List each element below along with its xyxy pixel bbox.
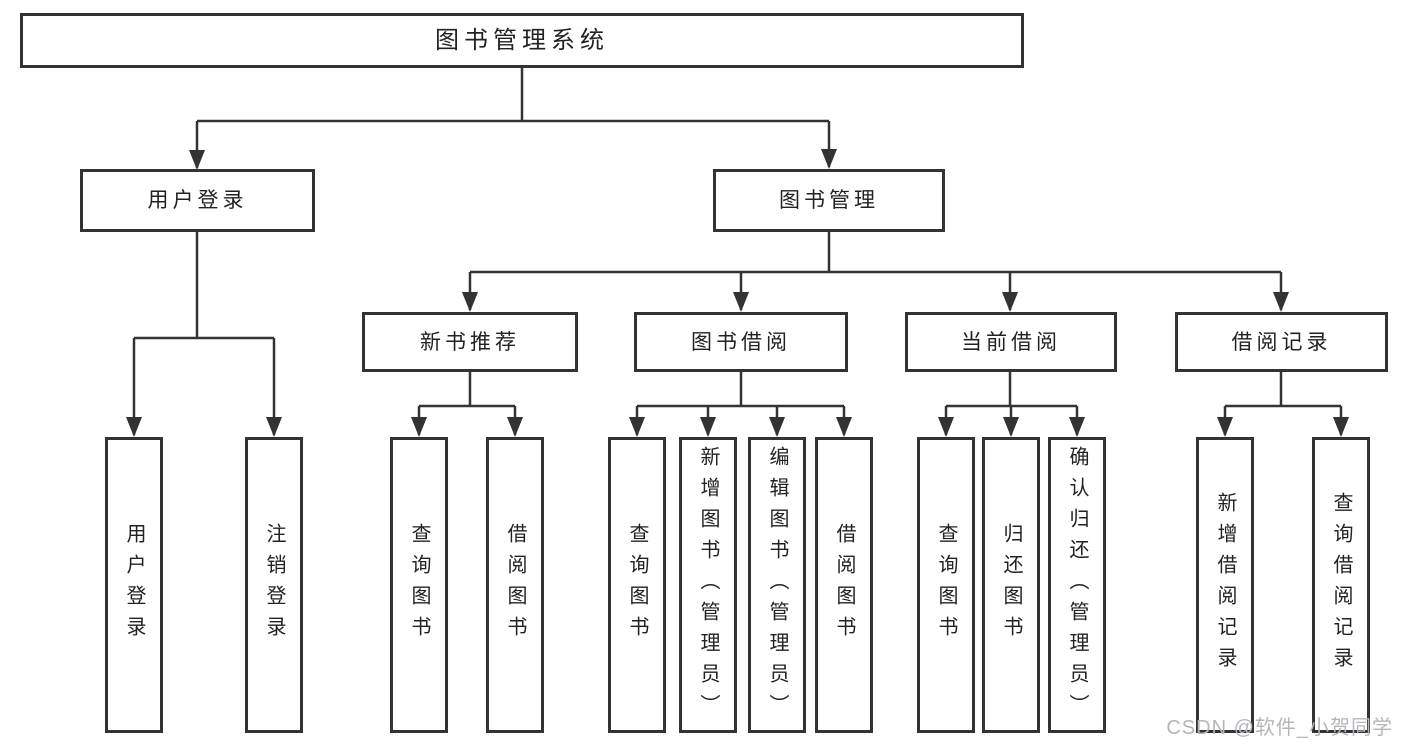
arrow-icon — [507, 417, 523, 437]
node-leaf-user-login-label: 用户登录 — [123, 523, 145, 647]
node-leaf-cb-confirm-return: 确认归还（管理员） — [1048, 437, 1106, 733]
node-current-borrow-label: 当前借阅 — [961, 330, 1061, 354]
node-leaf-nbr-query-book: 查询图书 — [390, 437, 448, 733]
node-leaf-cb-query-book: 查询图书 — [917, 437, 975, 733]
node-leaf-logout-label: 注销登录 — [263, 523, 285, 647]
arrow-icon — [836, 417, 852, 437]
node-leaf-br-query-record-label: 查询借阅记录 — [1330, 492, 1352, 678]
arrow-icon — [189, 150, 205, 170]
node-leaf-bb-query-book: 查询图书 — [608, 437, 666, 733]
node-book-borrow: 图书借阅 — [634, 312, 848, 372]
connector-borrow-record — [1223, 372, 1343, 435]
arrow-icon — [629, 417, 645, 437]
node-leaf-cb-confirm-return-label: 确认归还（管理员） — [1066, 445, 1088, 725]
node-borrow-record: 借阅记录 — [1175, 312, 1388, 372]
arrow-icon — [733, 292, 749, 312]
arrow-icon — [411, 417, 427, 437]
arrow-icon — [462, 292, 478, 312]
connector-user-login — [132, 232, 276, 435]
arrow-icon — [1333, 417, 1349, 437]
connector-root — [195, 68, 831, 168]
node-leaf-br-query-record: 查询借阅记录 — [1312, 437, 1370, 733]
arrow-icon — [266, 417, 282, 437]
connector-book-borrow — [635, 372, 846, 435]
connector-new-book-recommend — [417, 372, 517, 435]
arrow-icon — [126, 417, 142, 437]
arrow-icon — [1069, 417, 1085, 437]
arrow-icon — [1217, 417, 1233, 437]
arrow-icon — [1003, 417, 1019, 437]
node-leaf-bb-add-book-label: 新增图书（管理员） — [697, 445, 719, 725]
connector-book-management — [468, 232, 1283, 310]
node-leaf-bb-edit-book: 编辑图书（管理员） — [748, 437, 806, 733]
node-leaf-nbr-query-book-label: 查询图书 — [408, 523, 430, 647]
node-leaf-user-login: 用户登录 — [105, 437, 163, 733]
node-current-borrow: 当前借阅 — [905, 312, 1117, 372]
node-leaf-cb-return-book: 归还图书 — [982, 437, 1040, 733]
csdn-watermark: CSDN @软件_小贺同学 — [1166, 717, 1393, 739]
arrow-icon — [769, 417, 785, 437]
node-borrow-record-label: 借阅记录 — [1231, 330, 1332, 354]
node-leaf-bb-add-book: 新增图书（管理员） — [679, 437, 737, 733]
arrow-icon — [700, 417, 716, 437]
node-leaf-bb-borrow-book: 借阅图书 — [815, 437, 873, 733]
node-book-borrow-label: 图书借阅 — [691, 330, 791, 354]
node-leaf-nbr-borrow-book-label: 借阅图书 — [504, 523, 526, 647]
node-book-management: 图书管理 — [713, 169, 945, 232]
node-user-login: 用户登录 — [80, 169, 315, 232]
node-leaf-cb-return-book-label: 归还图书 — [1000, 523, 1022, 647]
node-root: 图书管理系统 — [20, 13, 1024, 68]
node-leaf-br-add-record-label: 新增借阅记录 — [1214, 492, 1236, 678]
node-leaf-cb-query-book-label: 查询图书 — [935, 523, 957, 647]
arrow-icon — [1273, 292, 1289, 312]
node-new-book-recommend: 新书推荐 — [362, 312, 578, 372]
node-leaf-bb-edit-book-label: 编辑图书（管理员） — [766, 445, 788, 725]
node-root-label: 图书管理系统 — [435, 26, 609, 54]
arrow-icon — [938, 417, 954, 437]
node-book-management-label: 图书管理 — [779, 189, 879, 212]
node-leaf-br-add-record: 新增借阅记录 — [1196, 437, 1254, 733]
node-leaf-bb-query-book-label: 查询图书 — [626, 523, 648, 647]
node-leaf-nbr-borrow-book: 借阅图书 — [486, 437, 544, 733]
node-leaf-bb-borrow-book-label: 借阅图书 — [833, 523, 855, 647]
arrow-icon — [821, 149, 837, 169]
node-user-login-label: 用户登录 — [147, 189, 248, 212]
node-leaf-logout: 注销登录 — [245, 437, 303, 733]
node-new-book-recommend-label: 新书推荐 — [420, 330, 520, 354]
arrow-icon — [1002, 292, 1018, 312]
